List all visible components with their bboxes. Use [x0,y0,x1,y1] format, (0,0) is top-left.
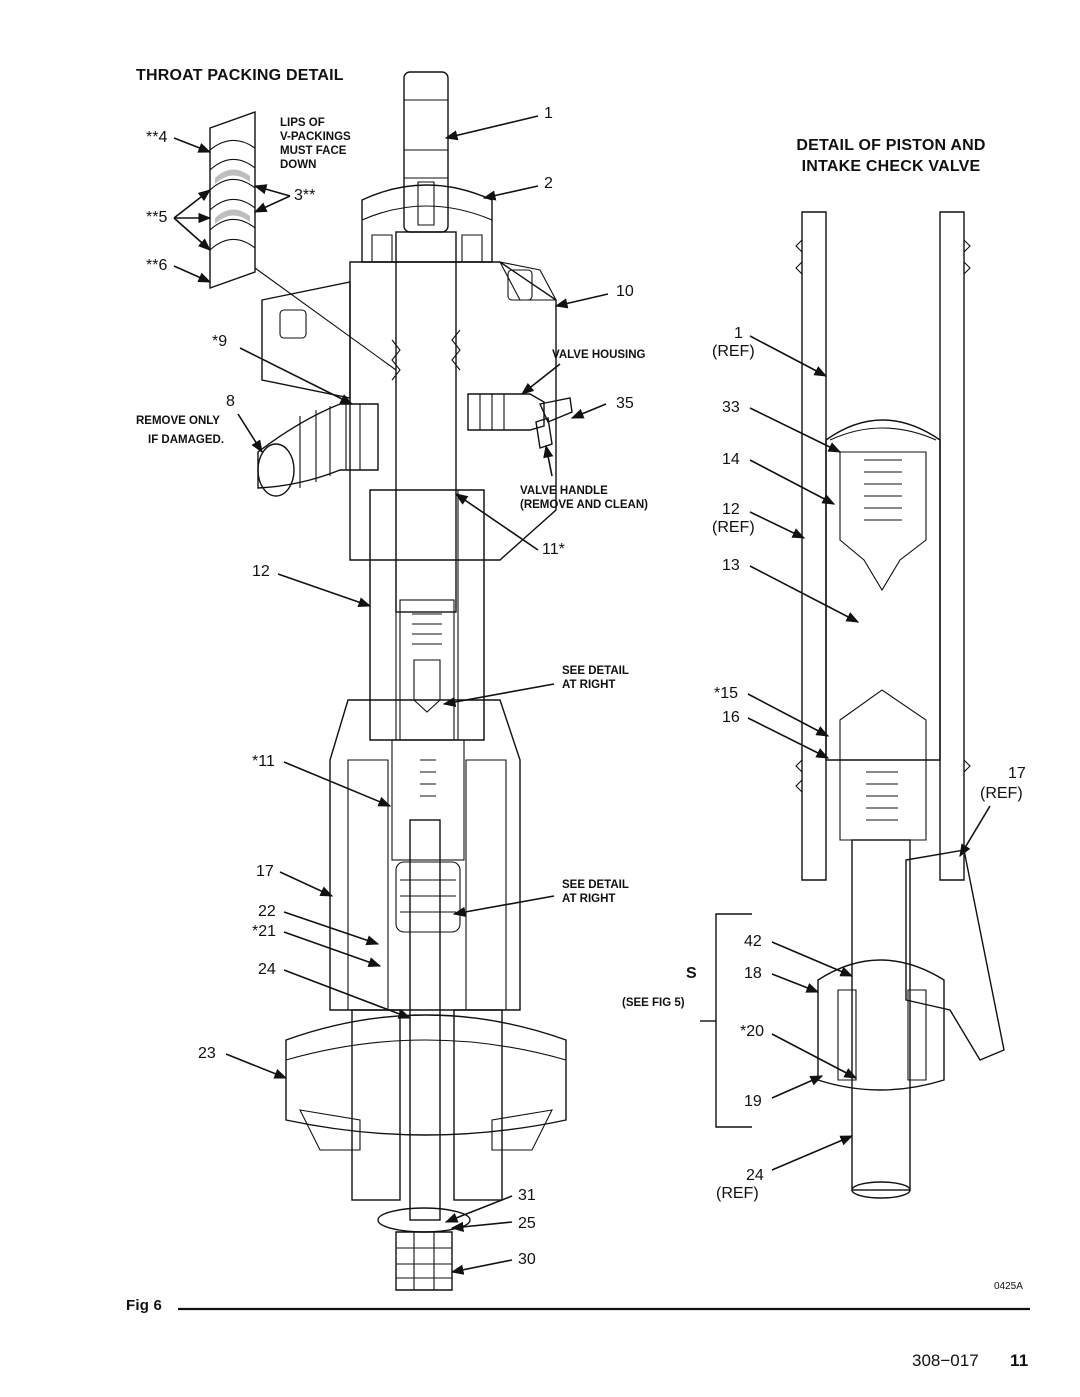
callout-r24: 24 [746,1167,764,1184]
displacement-pump-body [257,71,573,1291]
note-remove-1: REMOVE ONLY [136,415,220,427]
note-valve-handle-2: (REMOVE AND CLEAN) [520,499,648,511]
callout-r13: 13 [722,557,740,574]
callout-22: 22 [258,903,276,920]
callout-10: 10 [616,283,634,300]
note-see-detail-a2: AT RIGHT [562,679,616,691]
note-remove-2: IF DAMAGED. [148,434,225,446]
callout-3: 3** [294,187,316,204]
note-see-detail-a1: SEE DETAIL [562,665,629,677]
callout-r15: *15 [714,685,739,702]
callout-5: **5 [146,209,168,226]
callout-r20: *20 [740,1023,765,1040]
document-number: 308−017 [912,1351,979,1370]
callout-12: 12 [252,563,270,580]
note-see-fig: (SEE FIG 5) [622,997,685,1009]
note-lips-3: MUST FACE [280,145,347,157]
callout-25: 25 [518,1215,536,1232]
callout-rS: S [686,965,697,982]
note-valve-housing: VALVE HOUSING [552,349,646,361]
callout-r16: 16 [722,709,740,726]
callout-6: **6 [146,257,168,274]
piston-heading-line1: DETAIL OF PISTON AND [796,137,986,154]
callout-r17-ref: (REF) [980,785,1023,802]
leader-lines [173,115,991,1275]
callout-r19: 19 [744,1093,762,1110]
callout-4: **4 [146,129,168,146]
note-lips-2: V-PACKINGS [280,131,351,143]
page-number: 11 [1010,1351,1029,1370]
callout-r24-ref: (REF) [716,1185,759,1202]
callout-r12-ref: (REF) [712,519,755,536]
callout-2: 2 [544,175,553,192]
callout-r18: 18 [744,965,762,982]
throat-packing-heading: THROAT PACKING DETAIL [136,67,344,84]
callout-r42: 42 [744,933,762,950]
callout-r14: 14 [722,451,740,468]
callout-24: 24 [258,961,276,978]
callout-31: 31 [518,1187,536,1204]
piston-heading-line2: INTAKE CHECK VALVE [801,158,981,175]
note-valve-handle-1: VALVE HANDLE [520,485,608,497]
figure-label: Fig 6 [126,1297,163,1314]
drawing-code: 0425A [994,1281,1023,1292]
note-lips-1: LIPS OF [280,117,325,129]
callout-11-upper: 11* [542,541,565,558]
callout-r1-ref: (REF) [712,343,755,360]
callout-30: 30 [518,1251,536,1268]
callout-8: 8 [226,393,235,410]
callout-11-lower: *11 [252,753,275,770]
callout-21: *21 [252,923,277,940]
callout-r33: 33 [722,399,740,416]
callout-r1: 1 [734,325,743,342]
callout-1: 1 [544,105,553,122]
v-packing-stack [209,111,256,289]
note-see-detail-b2: AT RIGHT [562,893,616,905]
note-lips-4: DOWN [280,159,317,171]
callout-17: 17 [256,863,274,880]
callout-9: *9 [212,333,228,350]
callout-35: 35 [616,395,634,412]
callout-23: 23 [198,1045,216,1062]
callout-r17: 17 [1008,765,1026,782]
callout-r12: 12 [722,501,740,518]
note-see-detail-b1: SEE DETAIL [562,879,629,891]
